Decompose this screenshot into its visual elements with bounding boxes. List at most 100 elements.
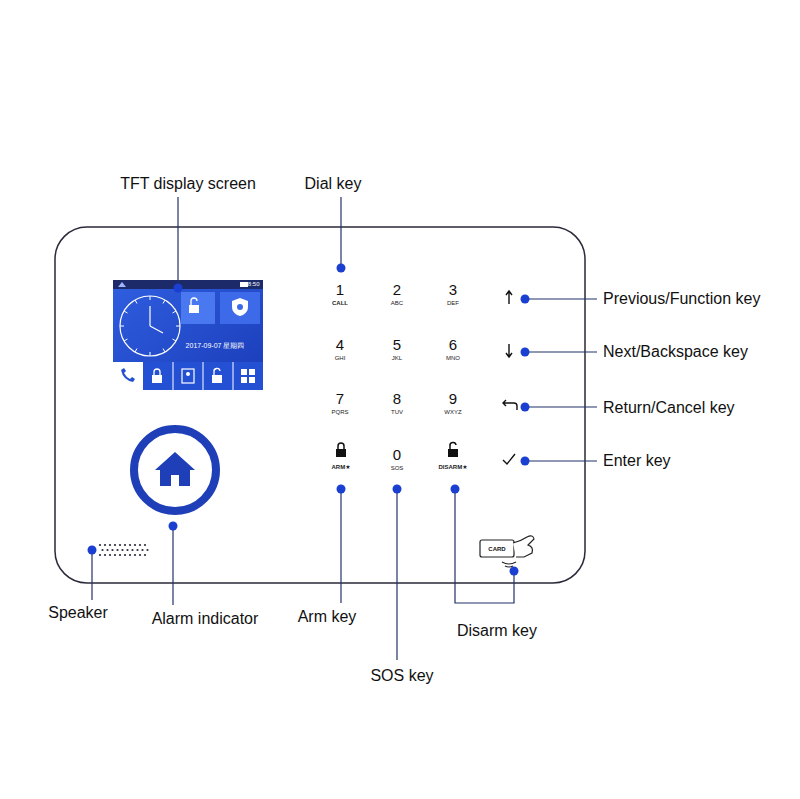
- speaker-hole: [119, 554, 121, 556]
- callout-dots: [337, 485, 346, 494]
- callout-dots: [88, 546, 97, 555]
- function-symbols: [506, 344, 512, 357]
- callout-dots: [521, 295, 530, 304]
- callout-label: Alarm indicator: [152, 610, 259, 628]
- key-letters: TUV: [391, 409, 403, 416]
- screen-date: 2017-09-07 星期四: [186, 342, 245, 350]
- callout-label: Arm key: [298, 608, 357, 626]
- clock-tick: [135, 349, 137, 352]
- tft-screen: [249, 377, 255, 383]
- speaker-hole: [101, 549, 103, 551]
- clock-tick: [124, 339, 127, 341]
- speaker-hole: [104, 554, 106, 556]
- callout-dots: [510, 567, 519, 576]
- function-symbols: [506, 291, 512, 304]
- tft-screen: [173, 362, 174, 390]
- speaker-hole: [129, 554, 131, 556]
- tft-screen: [232, 298, 248, 316]
- leader-lines: [525, 298, 597, 299]
- card-reader-icon: [480, 536, 534, 567]
- tft-screen: [120, 296, 180, 356]
- tft-screen: [154, 369, 160, 375]
- speaker-hole: [119, 544, 121, 546]
- callout-label: TFT display screen: [120, 175, 256, 193]
- disarm-padlock: [450, 442, 456, 449]
- key-digit: 6: [449, 337, 457, 354]
- tft-screen: [212, 375, 222, 383]
- key-digit: 7: [336, 391, 344, 408]
- tft-screen: [241, 377, 247, 383]
- tft-screen: [189, 305, 199, 313]
- speaker-hole: [111, 549, 113, 551]
- clock-tick: [173, 339, 176, 341]
- callout-dots: [337, 264, 346, 273]
- leader-lines: [525, 460, 597, 461]
- card-reader-icon: [502, 562, 516, 567]
- tft-screen: [241, 369, 247, 375]
- key-letters: SOS: [391, 465, 404, 472]
- tft-screen: [113, 362, 143, 390]
- key-letters: JKL: [392, 355, 402, 362]
- tft-screen: [113, 362, 263, 390]
- key-digit: 0: [393, 447, 401, 464]
- speaker-hole: [139, 554, 141, 556]
- leader-lines: [455, 489, 514, 603]
- speaker-hole: [134, 554, 136, 556]
- callout-dots: [521, 457, 530, 466]
- speaker-grille: [99, 544, 149, 556]
- leader-lines: [525, 351, 597, 352]
- leader-lines: [177, 197, 178, 288]
- callout-dots: [393, 485, 402, 494]
- speaker-hole: [134, 544, 136, 546]
- key-letters: ARM★: [331, 464, 350, 471]
- speaker-hole: [99, 554, 101, 556]
- arm-padlock: [336, 449, 346, 457]
- callout-label: Previous/Function key: [603, 290, 760, 308]
- leader-lines: [396, 489, 397, 660]
- speaker-hole: [139, 544, 141, 546]
- tft-screen: [152, 375, 162, 383]
- speaker-hole: [144, 544, 146, 546]
- callout-label: Speaker: [48, 604, 108, 622]
- tft-screen: [113, 280, 263, 289]
- tft-screen: [186, 372, 190, 376]
- clock-tick: [135, 300, 137, 303]
- speaker-hole: [109, 554, 111, 556]
- key-digit: 8: [393, 391, 401, 408]
- key-letters: DEF: [447, 300, 459, 307]
- clock-tick: [150, 352, 151, 356]
- speaker-hole: [136, 549, 138, 551]
- callout-dots: [521, 403, 530, 412]
- function-symbols: [503, 454, 515, 464]
- key-letters: MNO: [446, 355, 460, 362]
- key-letters: CALL: [332, 300, 348, 307]
- leader-lines: [340, 197, 341, 268]
- callout-label: Dial key: [305, 175, 362, 193]
- tft-screen: [241, 369, 255, 383]
- alarm-indicator: [134, 429, 216, 511]
- alarm-indicator: [134, 429, 216, 511]
- speaker-hole: [146, 549, 148, 551]
- arm-padlock: [336, 443, 346, 457]
- speaker-hole: [141, 549, 143, 551]
- callout-label: Next/Backspace key: [603, 343, 748, 361]
- card-text: CARD: [488, 546, 505, 553]
- key-digit: 9: [449, 391, 457, 408]
- key-letters: ABC: [391, 300, 403, 307]
- key-digit: 1: [336, 282, 344, 299]
- tft-screen: [220, 292, 260, 324]
- callout-label: Disarm key: [457, 622, 537, 640]
- callout-dots: [174, 284, 183, 293]
- tft-screen: [113, 280, 263, 390]
- tft-screen: [113, 280, 263, 390]
- speaker-hole: [124, 554, 126, 556]
- clock-tick: [163, 300, 165, 303]
- speaker-hole: [121, 549, 123, 551]
- tft-screen: [121, 368, 135, 382]
- speaker-hole: [109, 544, 111, 546]
- leader-lines: [525, 406, 597, 407]
- clock-tick: [173, 311, 176, 313]
- leader-lines: [340, 489, 341, 603]
- key-digit: 3: [449, 282, 457, 299]
